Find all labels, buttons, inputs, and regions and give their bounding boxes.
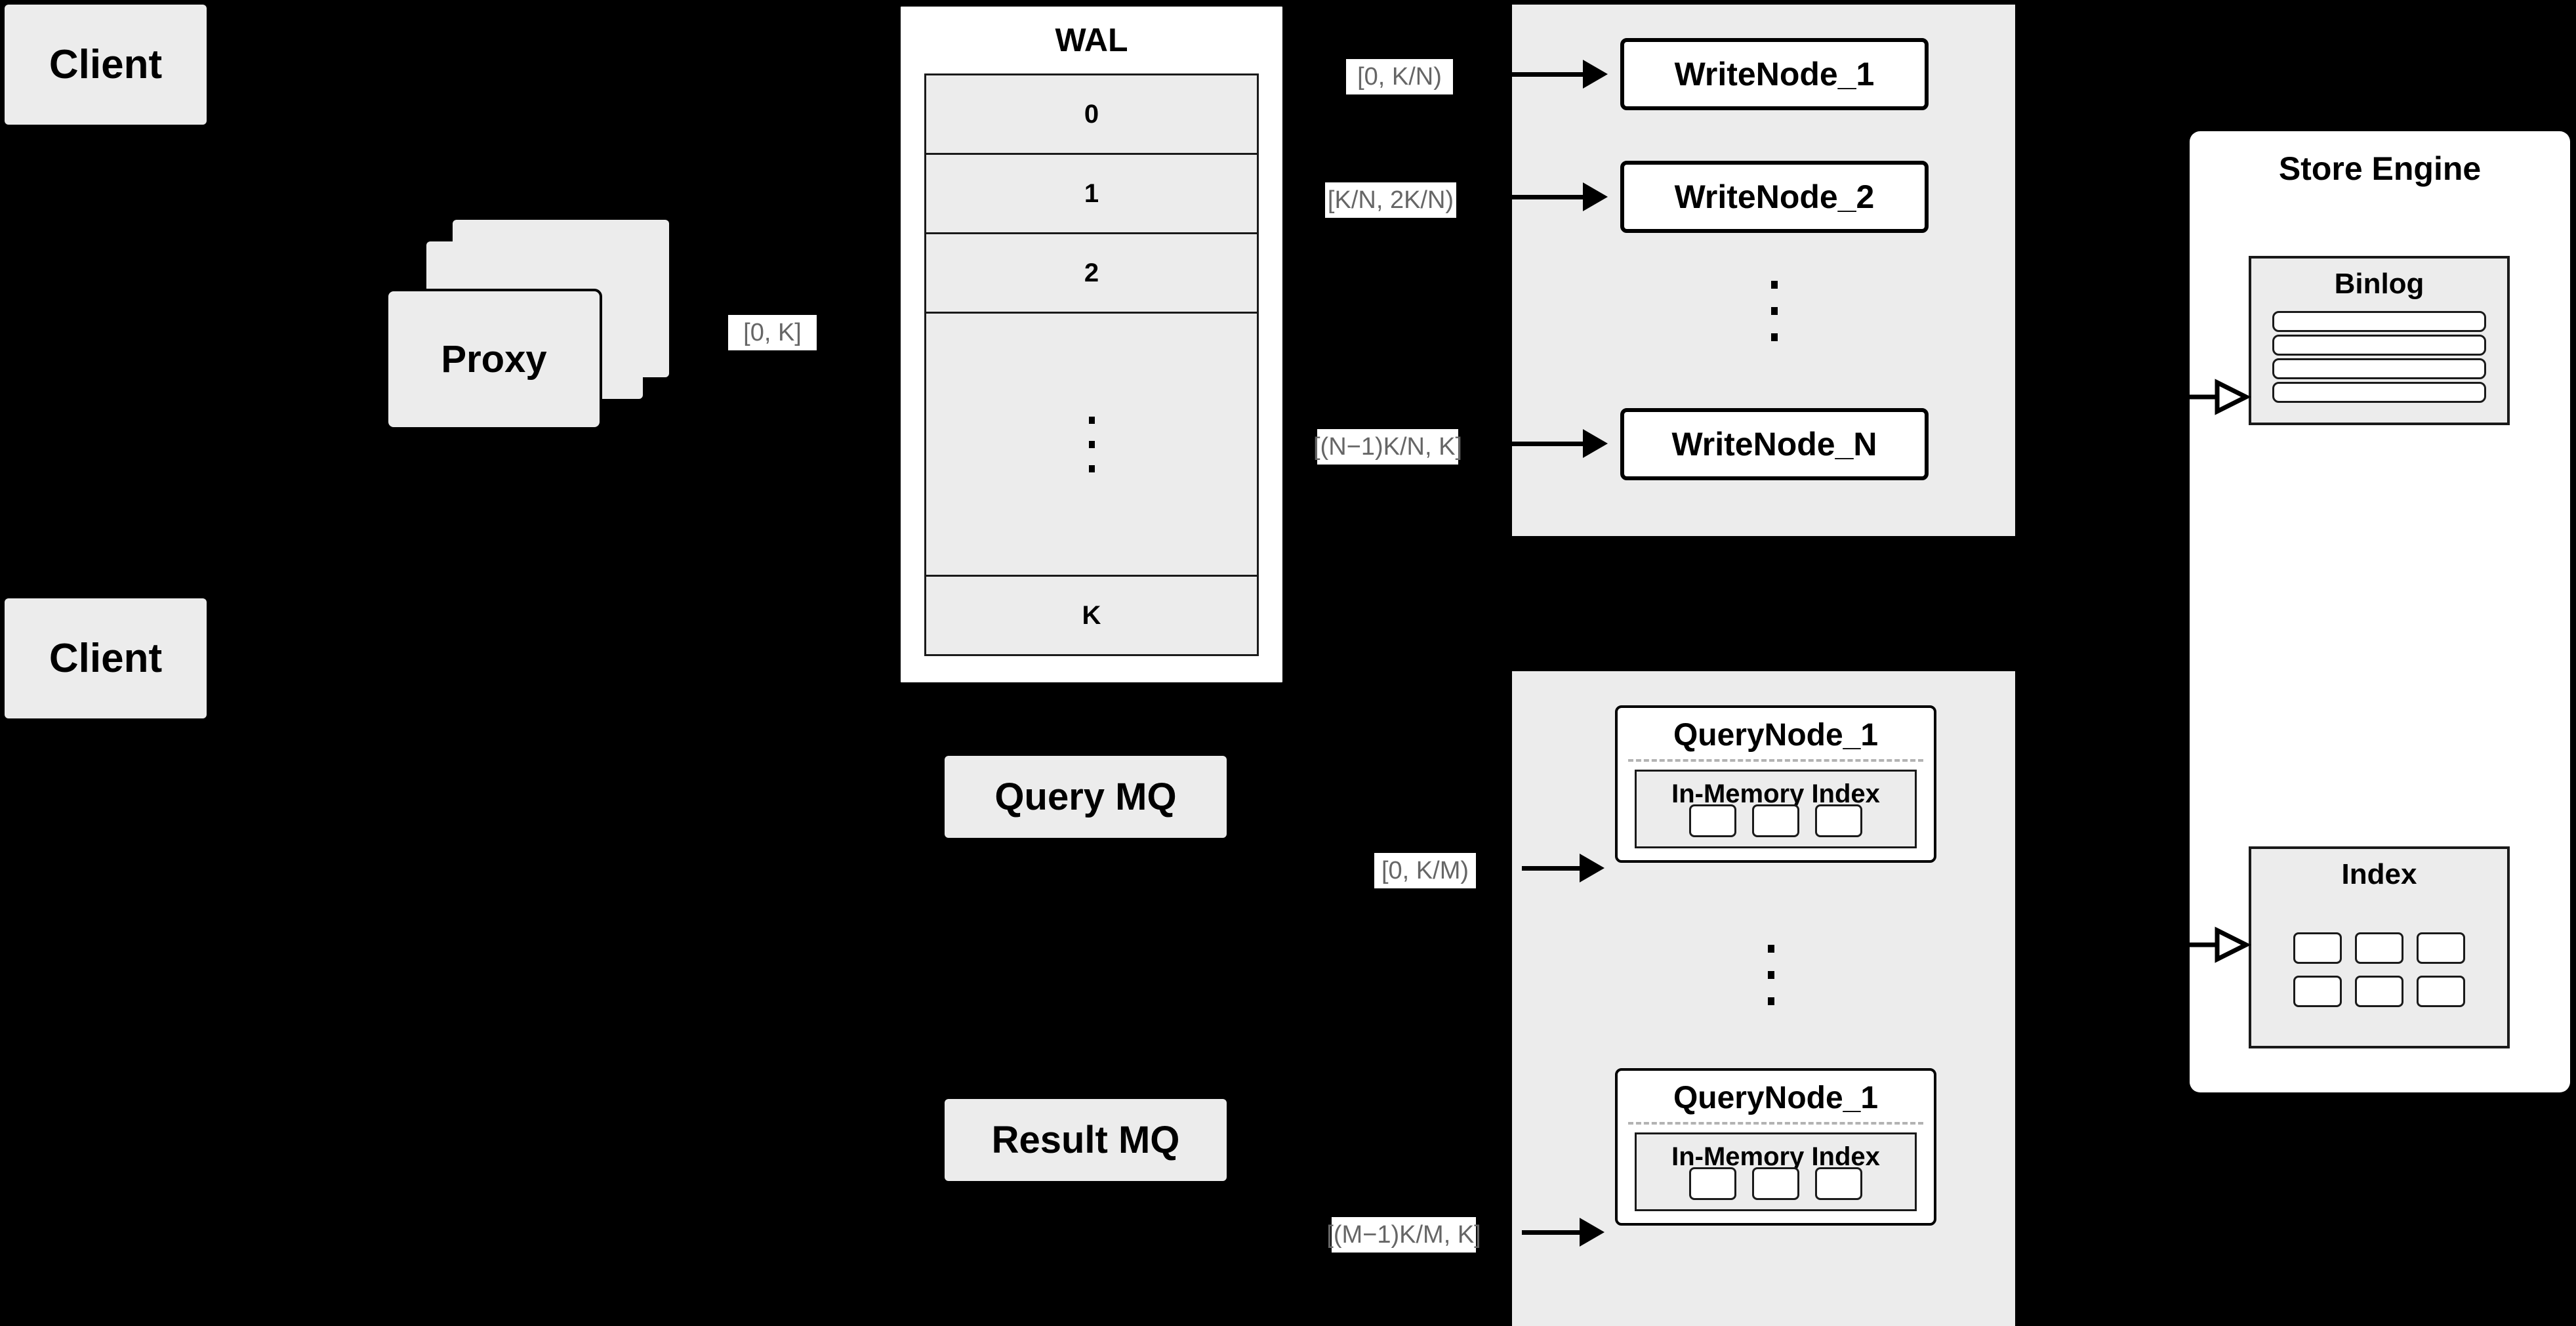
in-memory-index-title: In-Memory Index <box>1671 779 1880 808</box>
wal-row: 2 <box>926 234 1257 314</box>
write-node-2-arrow-head <box>1583 182 1608 211</box>
ellipsis-dot <box>1771 333 1778 341</box>
query-node-divider <box>1628 1122 1923 1125</box>
query-node-divider <box>1628 759 1923 762</box>
index-title: Index <box>2341 858 2417 890</box>
query-node-m[interactable]: QueryNode_1 In-Memory Index <box>1615 1068 1936 1226</box>
query-node-m-arrow-line <box>1522 1230 1581 1235</box>
write-node-1-range-label: [0, K/N) <box>1346 59 1453 94</box>
index-chip <box>1752 1167 1799 1200</box>
binlog-row <box>2272 382 2486 403</box>
index-cell <box>2293 976 2342 1007</box>
index-grid-row <box>2293 932 2465 964</box>
ellipsis-dot <box>1768 945 1774 953</box>
in-memory-index-panel: In-Memory Index <box>1635 770 1917 848</box>
binlog-inbound-arrow <box>2190 377 2255 417</box>
binlog-panel: Binlog <box>2249 256 2510 425</box>
wal-row-ellipsis <box>926 314 1257 577</box>
index-chip <box>1689 1167 1736 1200</box>
result-mq-label: Result MQ <box>991 1119 1180 1161</box>
binlog-row <box>2272 358 2486 379</box>
query-node-1-arrow-line <box>1522 866 1581 871</box>
index-cell <box>2355 976 2403 1007</box>
in-memory-index-chips <box>1637 804 1915 837</box>
write-node-2[interactable]: WriteNode_2 <box>1620 161 1929 233</box>
client-box-2[interactable]: Client <box>5 598 207 718</box>
query-node-m-range-label: [(M−1)K/M, K] <box>1326 1217 1481 1253</box>
proxy-box[interactable]: Proxy <box>386 289 602 430</box>
store-engine-box: Store Engine Binlog Index <box>2190 131 2570 1092</box>
index-cell <box>2417 976 2465 1007</box>
write-node-label: WriteNode_N <box>1671 426 1877 463</box>
index-cell <box>2293 932 2342 964</box>
query-node-1-range-label: [0, K/M) <box>1374 853 1476 888</box>
write-node-1-arrow-line <box>1502 72 1584 77</box>
binlog-row <box>2272 335 2486 356</box>
wal-title: WAL <box>1055 22 1128 58</box>
write-node-label: WriteNode_1 <box>1674 56 1875 93</box>
ellipsis-dot <box>1088 416 1095 424</box>
index-grid-row <box>2293 976 2465 1007</box>
index-panel: Index <box>2249 846 2510 1048</box>
wal-box: WAL 0 1 2 K <box>897 3 1286 686</box>
index-chip <box>1815 1167 1862 1200</box>
index-cell <box>2417 932 2465 964</box>
query-node-1[interactable]: QueryNode_1 In-Memory Index <box>1615 705 1936 863</box>
ellipsis-dot <box>1768 997 1774 1005</box>
result-mq-box[interactable]: Result MQ <box>945 1099 1227 1181</box>
write-node-2-range-label: [K/N, 2K/N) <box>1325 182 1456 218</box>
client-label: Client <box>49 42 163 87</box>
wal-row: 0 <box>926 75 1257 155</box>
write-node-2-arrow-line <box>1502 195 1584 199</box>
proxy-range-label: [0, K] <box>728 315 817 350</box>
index-grid <box>2251 907 2507 1033</box>
ellipsis-dot <box>1088 465 1095 472</box>
ellipsis-dot <box>1771 281 1778 289</box>
ellipsis-dot <box>1088 440 1095 448</box>
query-node-1-arrow-head <box>1580 854 1605 882</box>
store-engine-title: Store Engine <box>2278 150 2482 187</box>
in-memory-index-title: In-Memory Index <box>1671 1142 1880 1171</box>
query-mq-label: Query MQ <box>994 776 1177 818</box>
client-box-1[interactable]: Client <box>5 5 207 125</box>
index-chip <box>1815 804 1862 837</box>
index-chip <box>1752 804 1799 837</box>
ellipsis-dot <box>1768 971 1774 979</box>
write-node-n[interactable]: WriteNode_N <box>1620 408 1929 480</box>
proxy-label: Proxy <box>441 338 547 381</box>
write-node-n-arrow-line <box>1502 442 1584 446</box>
query-node-title: QueryNode_1 <box>1673 1081 1879 1115</box>
binlog-title: Binlog <box>2334 268 2424 300</box>
in-memory-index-chips <box>1637 1167 1915 1200</box>
write-node-1-arrow-head <box>1583 60 1608 89</box>
binlog-row <box>2272 311 2486 332</box>
in-memory-index-panel: In-Memory Index <box>1635 1132 1917 1211</box>
wal-row: 1 <box>926 155 1257 234</box>
client-label: Client <box>49 636 163 681</box>
write-node-n-range-label: [(N−1)K/N, K] <box>1313 429 1462 465</box>
write-node-n-arrow-head <box>1583 429 1608 458</box>
wal-table: 0 1 2 K <box>924 73 1259 656</box>
query-cluster-ellipsis <box>1765 945 1778 1005</box>
query-mq-box[interactable]: Query MQ <box>945 756 1227 838</box>
index-inbound-arrow <box>2190 925 2255 964</box>
binlog-rows <box>2272 311 2486 403</box>
write-cluster-ellipsis <box>1768 281 1781 341</box>
query-node-m-arrow-head <box>1580 1218 1605 1247</box>
write-node-label: WriteNode_2 <box>1674 178 1875 215</box>
ellipsis-dot <box>1771 307 1778 315</box>
query-node-title: QueryNode_1 <box>1673 718 1879 753</box>
index-chip <box>1689 804 1736 837</box>
index-cell <box>2355 932 2403 964</box>
write-node-1[interactable]: WriteNode_1 <box>1620 38 1929 110</box>
wal-row: K <box>1082 600 1101 630</box>
